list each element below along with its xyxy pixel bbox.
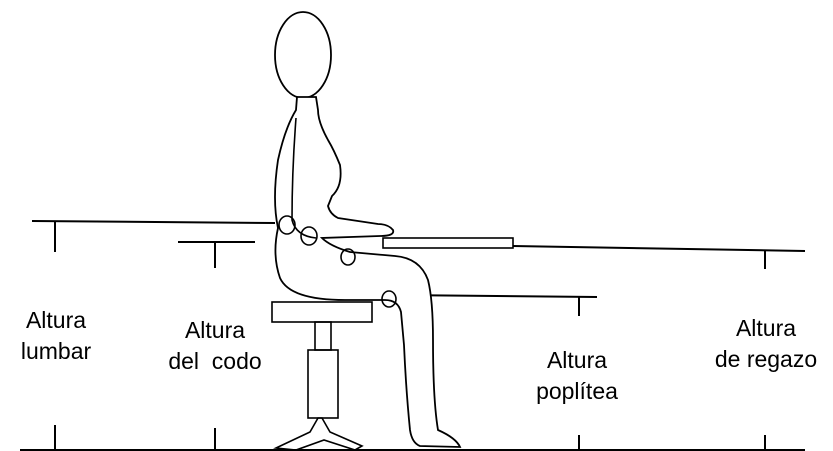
- label-popliteal-line1: Altura: [522, 345, 632, 376]
- head: [275, 12, 331, 98]
- label-lumbar-height: Altura lumbar: [6, 305, 106, 367]
- lumbar-height-line: [32, 221, 275, 223]
- torso-and-legs: [275, 97, 460, 447]
- label-lumbar-line1: Altura: [6, 305, 106, 336]
- label-lumbar-line2: lumbar: [6, 336, 106, 367]
- stool: [272, 302, 372, 450]
- label-elbow-height: Altura del codo: [150, 315, 280, 377]
- stool-seat: [272, 302, 372, 322]
- label-elbow-line2: del codo: [150, 346, 280, 377]
- stool-base: [276, 418, 362, 450]
- stool-column: [308, 350, 338, 418]
- stool-neck: [315, 322, 331, 350]
- desk-surface: [383, 238, 513, 248]
- label-popliteal-line2: poplítea: [522, 376, 632, 407]
- label-lap-line1: Altura: [710, 313, 822, 344]
- label-elbow-line1: Altura: [150, 315, 280, 346]
- label-popliteal-height: Altura poplítea: [522, 345, 632, 407]
- label-lap-line2: de regazo: [710, 344, 822, 375]
- seated-person: [275, 12, 460, 447]
- label-lap-height: Altura de regazo: [710, 313, 822, 375]
- lap-height-line: [513, 246, 805, 251]
